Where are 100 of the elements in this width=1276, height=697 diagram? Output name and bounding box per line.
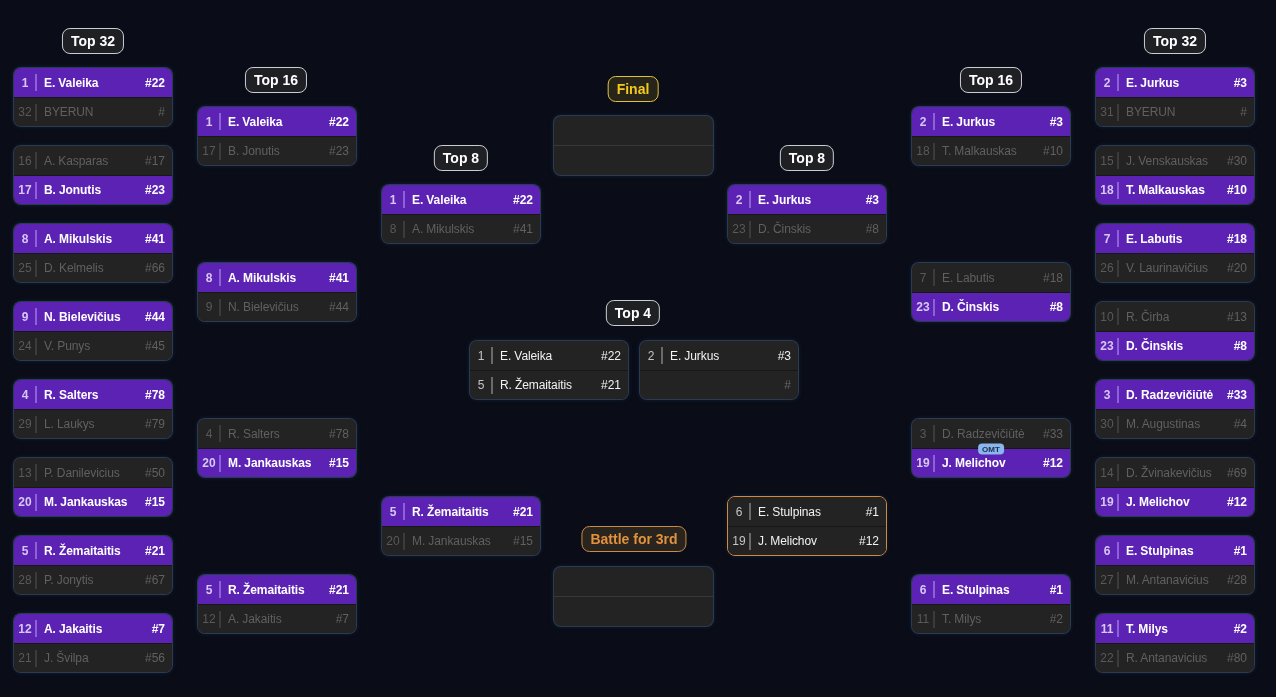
- rank-number: #: [1239, 105, 1247, 119]
- player-name: L. Laukys: [44, 417, 95, 431]
- player-name: R. Antanavicius: [1126, 651, 1208, 665]
- seed-number: 2: [918, 114, 928, 129]
- match-card: [1095, 379, 1255, 439]
- player-row: [1096, 175, 1254, 204]
- match-card: [727, 184, 887, 244]
- stage-label: Top 4: [605, 300, 661, 326]
- player-name: E. Jurkus: [758, 192, 812, 207]
- player-row: [728, 526, 886, 555]
- rank-number: #8: [1048, 300, 1063, 314]
- match-card: [197, 574, 357, 634]
- player-row: [14, 458, 172, 487]
- player-row: [198, 419, 356, 448]
- match-card: [1095, 223, 1255, 283]
- match-card: [13, 379, 173, 439]
- rank-number: #3: [1048, 114, 1063, 129]
- player-row: [1096, 487, 1254, 516]
- rank-number: #2: [1232, 621, 1247, 636]
- player-row: [14, 614, 172, 643]
- player-name: R. Salters: [44, 387, 99, 402]
- player-name: V. Punys: [44, 339, 91, 353]
- rank-number: #33: [1041, 426, 1063, 441]
- player-row: [1096, 565, 1254, 594]
- rank-number: #22: [511, 192, 533, 207]
- player-name: J. Venskauskas: [1126, 153, 1208, 168]
- player-row: [912, 263, 1070, 292]
- match-card: [911, 418, 1071, 478]
- seed-number: 5: [20, 543, 30, 558]
- player-name: E. Valeika: [412, 192, 467, 207]
- player-name: A. Kasparas: [44, 153, 109, 168]
- seed-number: 17: [17, 183, 33, 197]
- seed-number: 8: [20, 231, 30, 246]
- rank-number: #12: [1041, 456, 1063, 470]
- match-card: [911, 574, 1071, 634]
- player-row: [728, 185, 886, 214]
- stage-label: Top 16: [959, 67, 1023, 93]
- player-row: [14, 97, 172, 126]
- player-row: [14, 253, 172, 282]
- match-card: [553, 566, 714, 627]
- match-card: [727, 496, 887, 556]
- player-row: [912, 419, 1070, 448]
- player-name: J. Švilpa: [44, 651, 89, 665]
- match-card: [381, 184, 541, 244]
- player-row: [728, 497, 886, 526]
- player-row: [14, 146, 172, 175]
- player-name: J. Melichov: [758, 534, 817, 548]
- match-card: [13, 223, 173, 283]
- player-name: B. Jonutis: [228, 144, 280, 158]
- rank-number: #20: [1225, 261, 1247, 275]
- match-card: [1095, 457, 1255, 517]
- match-card: [13, 613, 173, 673]
- seed-number: 6: [1102, 543, 1112, 558]
- player-row: [1096, 643, 1254, 672]
- player-row: [912, 136, 1070, 165]
- player-row: [198, 448, 356, 477]
- player-row: [14, 175, 172, 204]
- rank-number: #18: [1225, 231, 1247, 246]
- player-name: D. Činskis: [942, 300, 1000, 314]
- player-row: [198, 107, 356, 136]
- rank-number: #44: [327, 300, 349, 314]
- player-name: D. Žvinakevičius: [1126, 465, 1212, 480]
- match-card: [911, 106, 1071, 166]
- player-row: [1096, 331, 1254, 360]
- seed-number: 8: [204, 270, 214, 285]
- rank-number: #15: [511, 534, 533, 548]
- rank-number: #3: [1232, 75, 1247, 90]
- seed-number: 2: [1102, 75, 1112, 90]
- rank-number: #1: [864, 504, 879, 519]
- player-name: A. Mikulskis: [412, 222, 475, 236]
- player-row: [14, 565, 172, 594]
- rank-number: #69: [1225, 465, 1247, 480]
- player-row: [470, 370, 628, 399]
- rank-number: #15: [327, 456, 349, 470]
- player-name: D. Činskis: [758, 222, 811, 236]
- player-row: [382, 526, 540, 555]
- rank-number: #13: [1225, 309, 1247, 324]
- rank-number: #8: [864, 222, 879, 236]
- player-name: J. Melichov: [942, 456, 1006, 470]
- rank-number: #56: [143, 651, 165, 665]
- match-card: [1095, 535, 1255, 595]
- player-name: N. Bielevičius: [228, 300, 299, 314]
- player-name: M. Jankauskas: [412, 534, 491, 548]
- seed-number: 20: [201, 456, 217, 470]
- player-row: [1096, 409, 1254, 438]
- player-row: [1096, 253, 1254, 282]
- player-name: D. Radzevičiūtė: [1126, 387, 1214, 402]
- player-row: [1096, 614, 1254, 643]
- player-name: D. Radzevičiūtė: [942, 426, 1025, 441]
- seed-number: 1: [204, 114, 214, 129]
- seed-number: 4: [20, 387, 30, 402]
- player-name: E. Jurkus: [670, 348, 720, 363]
- seed-number: 6: [918, 582, 928, 597]
- player-row: [382, 214, 540, 243]
- player-name: M. Jankauskas: [44, 495, 128, 509]
- stage-label: Top 8: [433, 145, 489, 171]
- player-row: [912, 107, 1070, 136]
- rank-number: #12: [1225, 495, 1247, 509]
- seed-number: 5: [204, 582, 214, 597]
- match-card: [381, 496, 541, 556]
